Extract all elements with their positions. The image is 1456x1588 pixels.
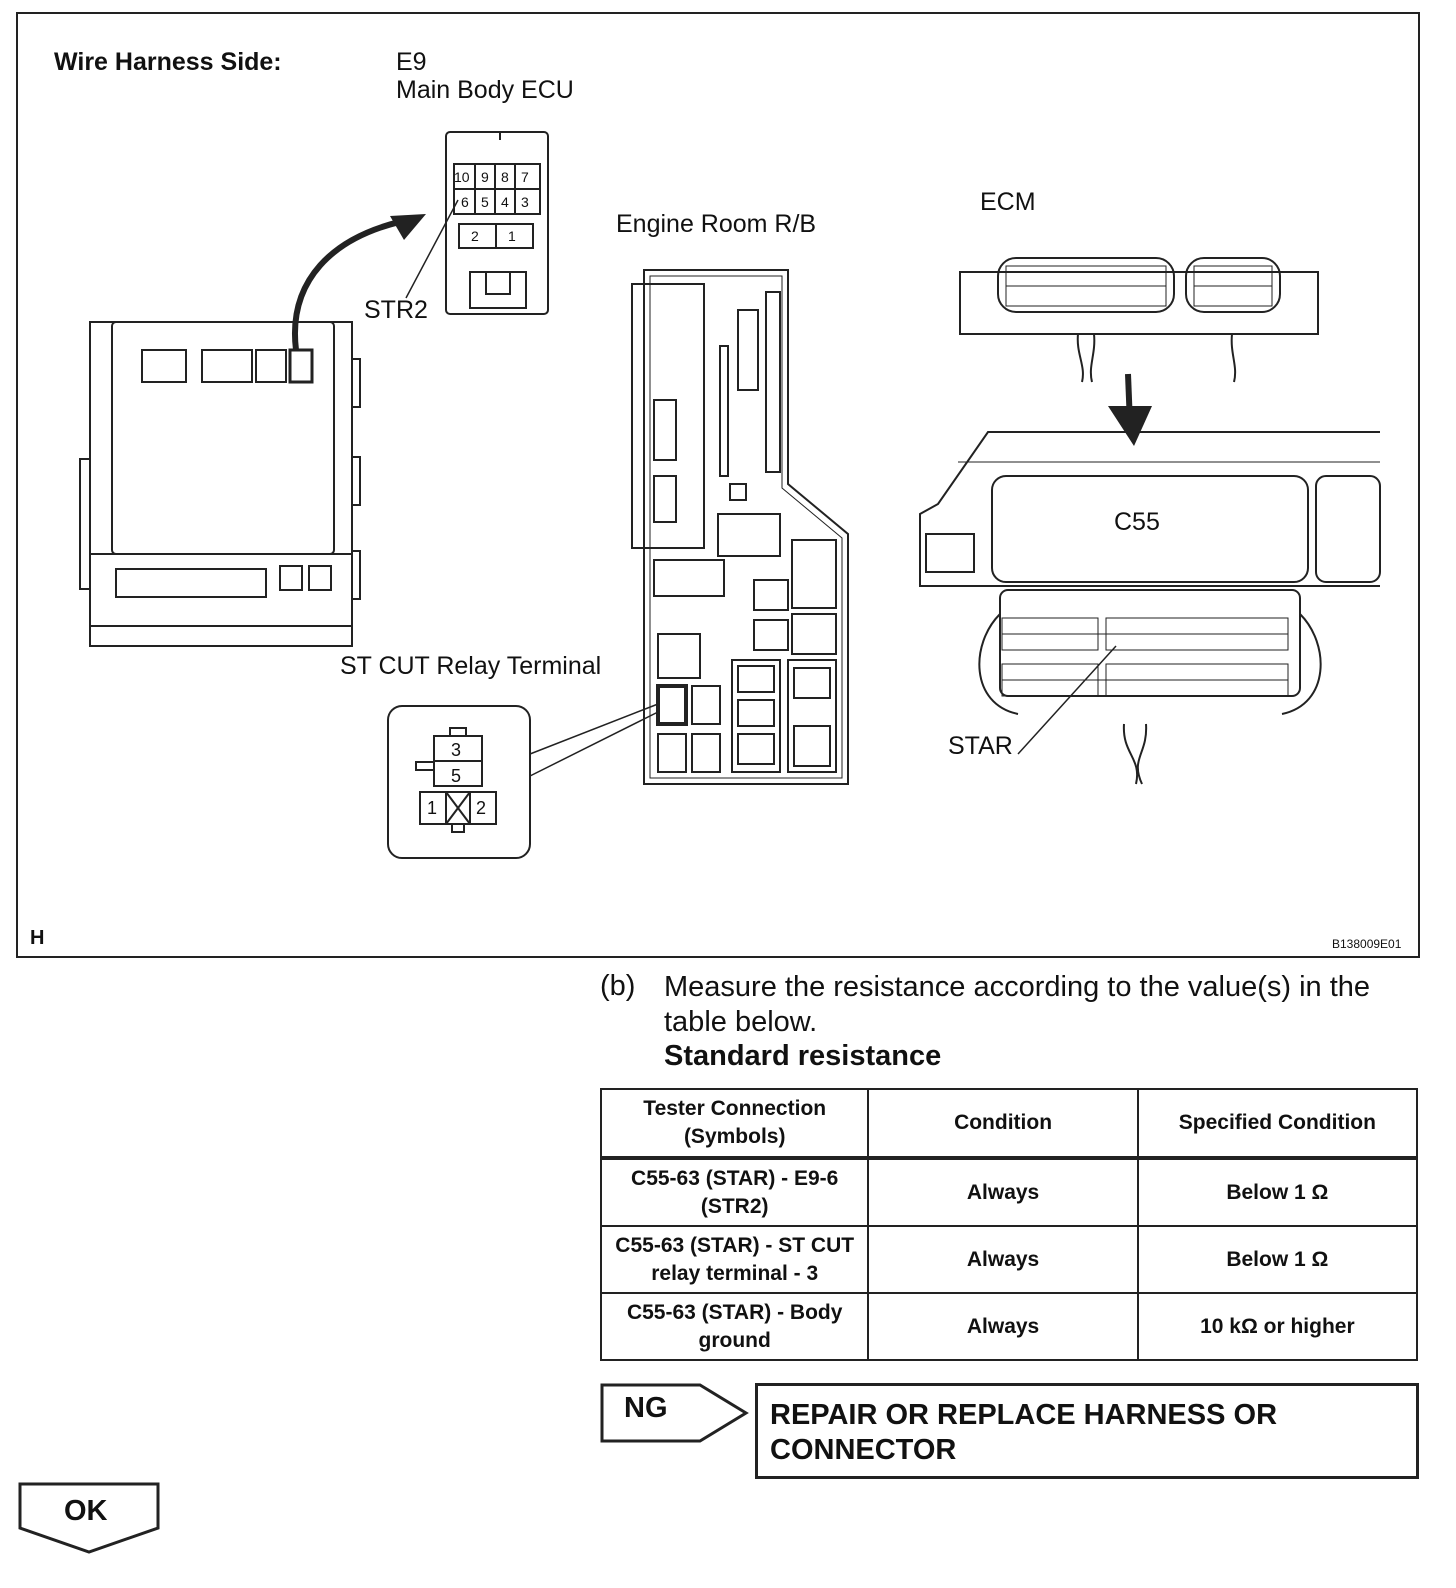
- st-cut-relay-terminal-label: ST CUT Relay Terminal: [340, 652, 602, 680]
- figure-corner-letter: H: [30, 927, 45, 949]
- relay-pin: 1: [427, 798, 438, 818]
- relay-pin: 3: [451, 740, 462, 760]
- ok-arrow-box: [18, 1482, 160, 1554]
- e9-pin: 4: [501, 194, 509, 210]
- e9-code-label: E9: [396, 48, 427, 76]
- figure-code: B138009E01: [1332, 937, 1402, 951]
- e9-pin: 1: [508, 228, 516, 244]
- engine-room-rb-drawing: [631, 269, 849, 785]
- specified-condition-cell: 10 kΩ or higher: [1136, 1292, 1419, 1361]
- wiring-diagram-figure: Wire Harness Side: E9 Main Body ECU STR2…: [16, 12, 1420, 958]
- condition-cell: Always: [867, 1157, 1139, 1227]
- table-row: C55-63 (STAR) - E9-6 (STR2) Always Below…: [599, 1157, 1419, 1227]
- e9-pin: 10: [454, 169, 470, 185]
- ng-label: NG: [624, 1392, 668, 1424]
- table-header-row: Tester Connection (Symbols) Condition Sp…: [599, 1088, 1419, 1160]
- tester-connection-cell: C55-63 (STAR) - ST CUT relay terminal - …: [599, 1225, 870, 1294]
- step-letter: (b): [600, 970, 636, 1002]
- e9-pin: 8: [501, 169, 509, 185]
- c55-connector-drawing: [919, 431, 1381, 785]
- table-row: C55-63 (STAR) - Body ground Always 10 kΩ…: [599, 1292, 1419, 1361]
- relay-pin: 5: [451, 766, 462, 786]
- specified-condition-cell: Below 1 Ω: [1136, 1225, 1419, 1294]
- str2-label: STR2: [364, 296, 428, 324]
- condition-cell: Always: [867, 1292, 1139, 1361]
- specified-condition-cell: Below 1 Ω: [1136, 1157, 1419, 1227]
- ecm-label: ECM: [980, 188, 1036, 216]
- harness-side-heading: Wire Harness Side:: [54, 48, 282, 76]
- step-instruction: Measure the resistance according to the …: [664, 971, 1371, 1038]
- column-header: Specified Condition: [1136, 1088, 1419, 1160]
- column-header: Tester Connection (Symbols): [599, 1088, 870, 1160]
- e9-pin: 2: [471, 228, 479, 244]
- standard-resistance-table: Tester Connection (Symbols) Condition Sp…: [599, 1088, 1419, 1361]
- e9-pin: 3: [521, 194, 529, 210]
- ok-label: OK: [64, 1495, 108, 1527]
- table-row: C55-63 (STAR) - ST CUT relay terminal - …: [599, 1225, 1419, 1294]
- st-cut-relay-callout: [387, 703, 659, 859]
- tester-connection-cell: C55-63 (STAR) - Body ground: [599, 1292, 870, 1361]
- relay-pin: 2: [476, 798, 487, 818]
- ng-action-box: REPAIR OR REPLACE HARNESS OR CONNECTOR: [755, 1383, 1419, 1479]
- e9-pin: 9: [481, 169, 489, 185]
- main-body-ecu-drawing: [79, 214, 426, 647]
- e9-name-label: Main Body ECU: [396, 76, 574, 104]
- ecm-unit-drawing: [959, 257, 1319, 446]
- e9-pin: 7: [521, 169, 529, 185]
- c55-label: C55: [1114, 508, 1160, 536]
- diagram-illustration: [79, 131, 1381, 859]
- ng-arrow-box: [600, 1383, 749, 1443]
- standard-resistance-title: Standard resistance: [664, 1040, 942, 1072]
- condition-cell: Always: [867, 1225, 1139, 1294]
- engine-room-rb-label: Engine Room R/B: [616, 210, 817, 238]
- star-label: STAR: [948, 732, 1013, 760]
- column-header: Condition: [867, 1088, 1139, 1160]
- e9-pin: 6: [461, 194, 469, 210]
- ng-action-text: REPAIR OR REPLACE HARNESS OR CONNECTOR: [770, 1399, 1278, 1466]
- tester-connection-cell: C55-63 (STAR) - E9-6 (STR2): [599, 1157, 870, 1227]
- e9-connector-drawing: [405, 131, 549, 315]
- e9-pin: 5: [481, 194, 489, 210]
